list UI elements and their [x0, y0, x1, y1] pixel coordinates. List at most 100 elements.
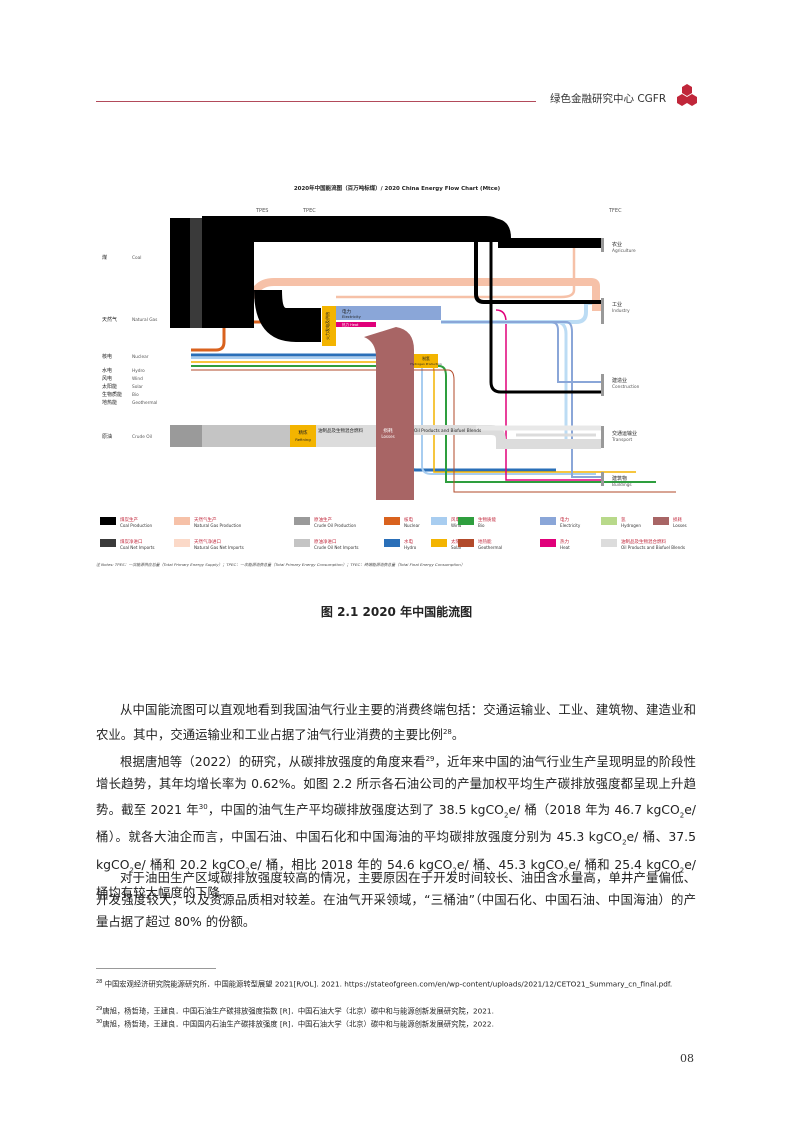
electricity-label-zh: 电力 [342, 308, 351, 315]
source-label-en: Natural Gas [132, 317, 158, 323]
sink-label-en: Agriculture [612, 248, 636, 254]
legend-label-en: Oil Products and Biofuel Blends [621, 545, 685, 550]
sink-label-zh: 建筑物 [612, 475, 627, 482]
legend-label-en: Nuclear [404, 523, 420, 528]
footnote-29: 29唐旭，杨哲琦，王建良．中国石油生产碳排放强度指数 [R]．中国石油大学（北京… [96, 1006, 494, 1016]
sink-label-en: Construction [612, 384, 640, 390]
legend-label-zh: 原油净进口 [314, 538, 337, 545]
source-label-en: Wind [132, 376, 143, 382]
legend-label-en: Coal Production [120, 523, 152, 528]
legend-label-en: Hydrogen [621, 523, 641, 528]
legend-label-en: Geothermal [478, 545, 502, 550]
paragraph-2: 根据唐旭等（2022）的研究，从碳排放强度的角度来看29，近年来中国的油气行业生… [96, 754, 697, 900]
legend-label-zh: 天然气净进口 [194, 538, 221, 545]
legend-swatch [458, 517, 474, 525]
chart-note: 注 Notes: TPES：一次能源供应总量（Total Primary Ene… [96, 562, 465, 567]
source-label-en: Coal [132, 255, 141, 261]
source-label-en: Geothermal [132, 400, 157, 406]
source-label-zh: 煤 [102, 254, 107, 261]
crude-oil-flow [202, 425, 290, 447]
source-label-en: Solar [132, 384, 143, 390]
legend-label-en: Hydro [404, 545, 417, 550]
sink-label-zh: 工业 [612, 301, 622, 308]
source-label-zh: 地热能 [102, 399, 117, 406]
electricity-node [336, 306, 441, 320]
crude-oil-source [170, 425, 190, 447]
legend-swatch [294, 539, 310, 547]
legend-label-en: Solar [451, 545, 462, 550]
axis-tpes: TPES [255, 208, 268, 214]
coal-to-power [254, 290, 321, 342]
sink-label-en: Transport [611, 437, 632, 443]
legend-label-en: Electricity [560, 523, 581, 528]
sink-label-en: Buildings [612, 482, 632, 488]
source-label-zh: 原油 [102, 433, 112, 440]
legend-label-zh: 风电 [451, 516, 460, 523]
losses-label-zh: 损耗 [383, 427, 393, 434]
source-label-zh: 核电 [102, 353, 112, 360]
legend-swatch [601, 517, 617, 525]
axis-tfec: TFEC [608, 208, 622, 214]
oil-products-label-zh: 油制品及生物混合燃料 [318, 427, 363, 434]
legend-label-zh: 水电 [404, 538, 413, 545]
sink-label-en: Industry [612, 308, 630, 314]
source-label-zh: 太阳能 [102, 383, 117, 390]
legend-swatch [100, 539, 116, 547]
page-number: 08 [680, 1052, 694, 1065]
legend-swatch [294, 517, 310, 525]
legend-label-en: Crude Oil Production [314, 523, 357, 528]
footnote-28: 28 中国宏观经济研究院能源研究所．中国能源转型展望 2021[R/OL]. 2… [96, 979, 673, 989]
header-rule [96, 101, 536, 102]
legend-label-zh: 煤炭净进口 [120, 538, 143, 545]
header-title: 绿色金融研究中心 CGFR [550, 93, 667, 105]
legend-label-zh: 氢 [621, 516, 626, 523]
footnote-rule [96, 968, 216, 969]
source-label-zh: 生物质能 [102, 391, 122, 398]
refining-node [290, 425, 316, 447]
legend-swatch [540, 539, 556, 547]
sink-label-zh: 农业 [612, 241, 622, 248]
losses-flow [364, 327, 414, 500]
hydrogen-label-zh: 制氢 [422, 356, 430, 361]
energy-flow-chart: 2020年中国能流图（百万吨标煤）/ 2020 China Energy Flo… [96, 184, 687, 567]
paragraph-3: 对于油田生产区域碳排放强度较高的情况，主要原因在于开发时间较长、油田含水量高，单… [96, 870, 696, 930]
legend-label-en: Natural Gas Net Imports [194, 545, 244, 550]
legend-label-en: Coal Net Imports [120, 545, 155, 550]
source-label-zh: 风电 [102, 375, 112, 382]
legend-label-zh: 地热能 [478, 538, 492, 545]
heat-node [336, 322, 376, 327]
legend-swatch [384, 539, 400, 547]
legend-label-zh: 生物质能 [478, 516, 496, 523]
legend-label-zh: 煤炭生产 [120, 516, 138, 523]
legend-label-zh: 太阳能 [451, 538, 465, 545]
legend-label-zh: 油制品及生物混合燃料 [621, 538, 666, 545]
refining-label-zh: 精炼 [299, 429, 308, 436]
footnote-30: 30唐旭，杨哲琦，王建良．中国国内石油生产碳排放强度 [R]．中国石油大学（北京… [96, 1019, 494, 1029]
legend-label-en: Wind [451, 523, 462, 528]
legend-label-en: Losses [673, 523, 687, 528]
legend-label-zh: 电力 [560, 516, 569, 523]
hydrogen-node [414, 354, 438, 368]
source-label-en: Nuclear [132, 354, 149, 360]
refining-label-en: Refining [295, 437, 311, 442]
legend-swatch [653, 517, 669, 525]
power-generation-node [322, 306, 336, 346]
sink-bars [601, 238, 604, 486]
legend-swatch [540, 517, 556, 525]
legend-label-en: Heat [560, 545, 570, 550]
sink-label-zh: 交通运输业 [612, 430, 637, 437]
source-label-en: Bio [132, 392, 139, 398]
legend-label-en: Natural Gas Production [194, 523, 242, 528]
source-label-en: Hydro [132, 368, 145, 374]
legend-swatch [174, 539, 190, 547]
coal-source [170, 218, 190, 328]
oil-products-label-en: Oil Products and Biofuel Blends [414, 428, 482, 434]
source-label-en: Crude Oil [132, 434, 152, 440]
legend-label-en: Crude Oil Net Imports [314, 545, 359, 550]
figure-caption: 图 2.1 2020 年中国能流图 [320, 605, 473, 619]
sink-label-zh: 建造业 [612, 377, 627, 384]
source-label-zh: 水电 [102, 367, 112, 374]
losses-label-en: Losses [381, 434, 394, 439]
